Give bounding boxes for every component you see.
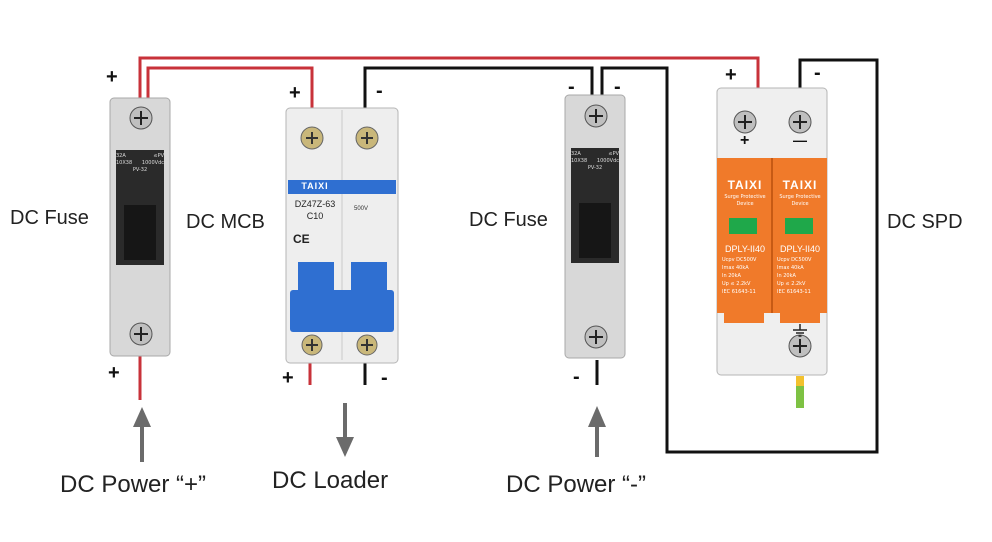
fuse2-top-minus-left: -: [568, 76, 575, 98]
spd-right-type-line2: Device: [791, 201, 809, 207]
dc-fuse-2-label: DC Fuse: [469, 209, 548, 231]
spd-right-model: DPLY-II40: [779, 244, 821, 254]
spd-left-standard: IEC 61643-11: [722, 289, 756, 295]
ce-mark: CE: [293, 232, 310, 246]
dc-power-minus-label: DC Power “-”: [506, 471, 647, 498]
mcb-model: DZ47Z-63: [294, 199, 336, 209]
dc-power-plus-label: DC Power “+”: [60, 471, 207, 498]
fuse2-model: PV-32: [587, 165, 603, 171]
dc-mcb-label: DC MCB: [186, 211, 265, 233]
fuse2-rating-right: ≤PV: [608, 151, 619, 157]
dc-spd: [716, 87, 828, 408]
spd-right-spec-3: In 20kA: [777, 273, 796, 279]
mcb-voltage: 500V: [354, 206, 369, 212]
spd-right-specs: Ucpv DC500V Imax 40kA In 20kA Up ≤ 2.2kV…: [777, 256, 827, 296]
arrows: [133, 403, 606, 462]
mcb-top-minus: -: [376, 80, 383, 102]
fuse1-spec-right: 1000Vdc: [141, 160, 164, 166]
spd-right-brand: TAIXI: [782, 178, 818, 192]
mcb-brand: TAIXI: [301, 181, 329, 191]
fuse1-rating-left: 32A: [116, 153, 126, 159]
positive-bus-wire: [138, 56, 760, 98]
dc-loader-label: DC Loader: [272, 467, 389, 494]
spd-plus-marking: +: [740, 132, 750, 149]
mcb-rating: C10: [306, 211, 324, 221]
spd-left-type: Surge Protective Device: [718, 194, 772, 208]
dc-mcb: [285, 107, 399, 364]
spd-left-spec-2: Imax 40kA: [722, 265, 749, 271]
negative-wires: [363, 58, 879, 454]
fuse2-rating-left: 32A: [571, 151, 581, 157]
spd-left-spec-4: Up ≤ 2.2kV: [722, 281, 751, 287]
dc-fuse-1: [109, 97, 171, 357]
positive-wires: [138, 56, 760, 400]
fuse2-markings: 32A ≤PV 10X38 1000Vdc PV-32: [571, 151, 619, 172]
spd-right-spec-1: Ucpv DC500V: [777, 257, 812, 263]
spd-top-plus: +: [725, 64, 737, 86]
spd-right-spec-4: Up ≤ 2.2kV: [777, 281, 806, 287]
spd-right-spec-2: Imax 40kA: [777, 265, 804, 271]
spd-left-spec-3: In 20kA: [722, 273, 741, 279]
dc-spd-label: DC SPD: [887, 211, 963, 233]
spd-right-standard: IEC 61643-11: [777, 289, 811, 295]
fuse2-bottom-minus: -: [573, 366, 580, 388]
fuse2-spec-left: 10X38: [571, 158, 588, 164]
spd-left-model: DPLY-II40: [724, 244, 766, 254]
spd-left-brand: TAIXI: [727, 178, 763, 192]
ground-icon: [793, 324, 807, 337]
mcb-top-plus: +: [289, 82, 301, 104]
fuse1-model: PV-32: [132, 167, 148, 173]
spd-left-type-line1: Surge Protective: [724, 194, 766, 200]
spd-left-specs: Ucpv DC500V Imax 40kA In 20kA Up ≤ 2.2kV…: [722, 256, 772, 296]
arrow-up-icon-1: [133, 407, 151, 462]
spd-left-type-line2: Device: [736, 201, 754, 207]
spd-right-type: Surge Protective Device: [773, 194, 827, 208]
fuse1-bottom-plus: +: [108, 362, 120, 384]
fuse1-top-plus: +: [106, 66, 118, 88]
fuse1-spec-left: 10X38: [116, 160, 133, 166]
mcb-bottom-plus: +: [282, 367, 294, 389]
fuse1-rating-right: ≤PV: [153, 153, 164, 159]
mcb-negative-wire: [363, 66, 594, 108]
dc-fuse-2: [564, 94, 626, 359]
fuse2-top-minus-right: -: [614, 76, 621, 98]
spd-negative-loop-wire: [600, 58, 879, 454]
fuse2-spec-right: 1000Vdc: [596, 158, 619, 164]
spd-top-minus: -: [814, 62, 821, 84]
mcb-bottom-minus: -: [381, 367, 388, 389]
arrow-down-icon: [336, 403, 354, 457]
fuse1-markings: 32A ≤PV 10X38 1000Vdc PV-32: [116, 153, 164, 174]
arrow-up-icon-2: [588, 406, 606, 457]
mcb-positive-wire: [146, 66, 314, 108]
spd-left-spec-1: Ucpv DC500V: [722, 257, 757, 263]
spd-right-type-line1: Surge Protective: [779, 194, 821, 200]
spd-minus-marking: —: [793, 132, 807, 148]
dc-fuse-1-label: DC Fuse: [10, 207, 89, 229]
